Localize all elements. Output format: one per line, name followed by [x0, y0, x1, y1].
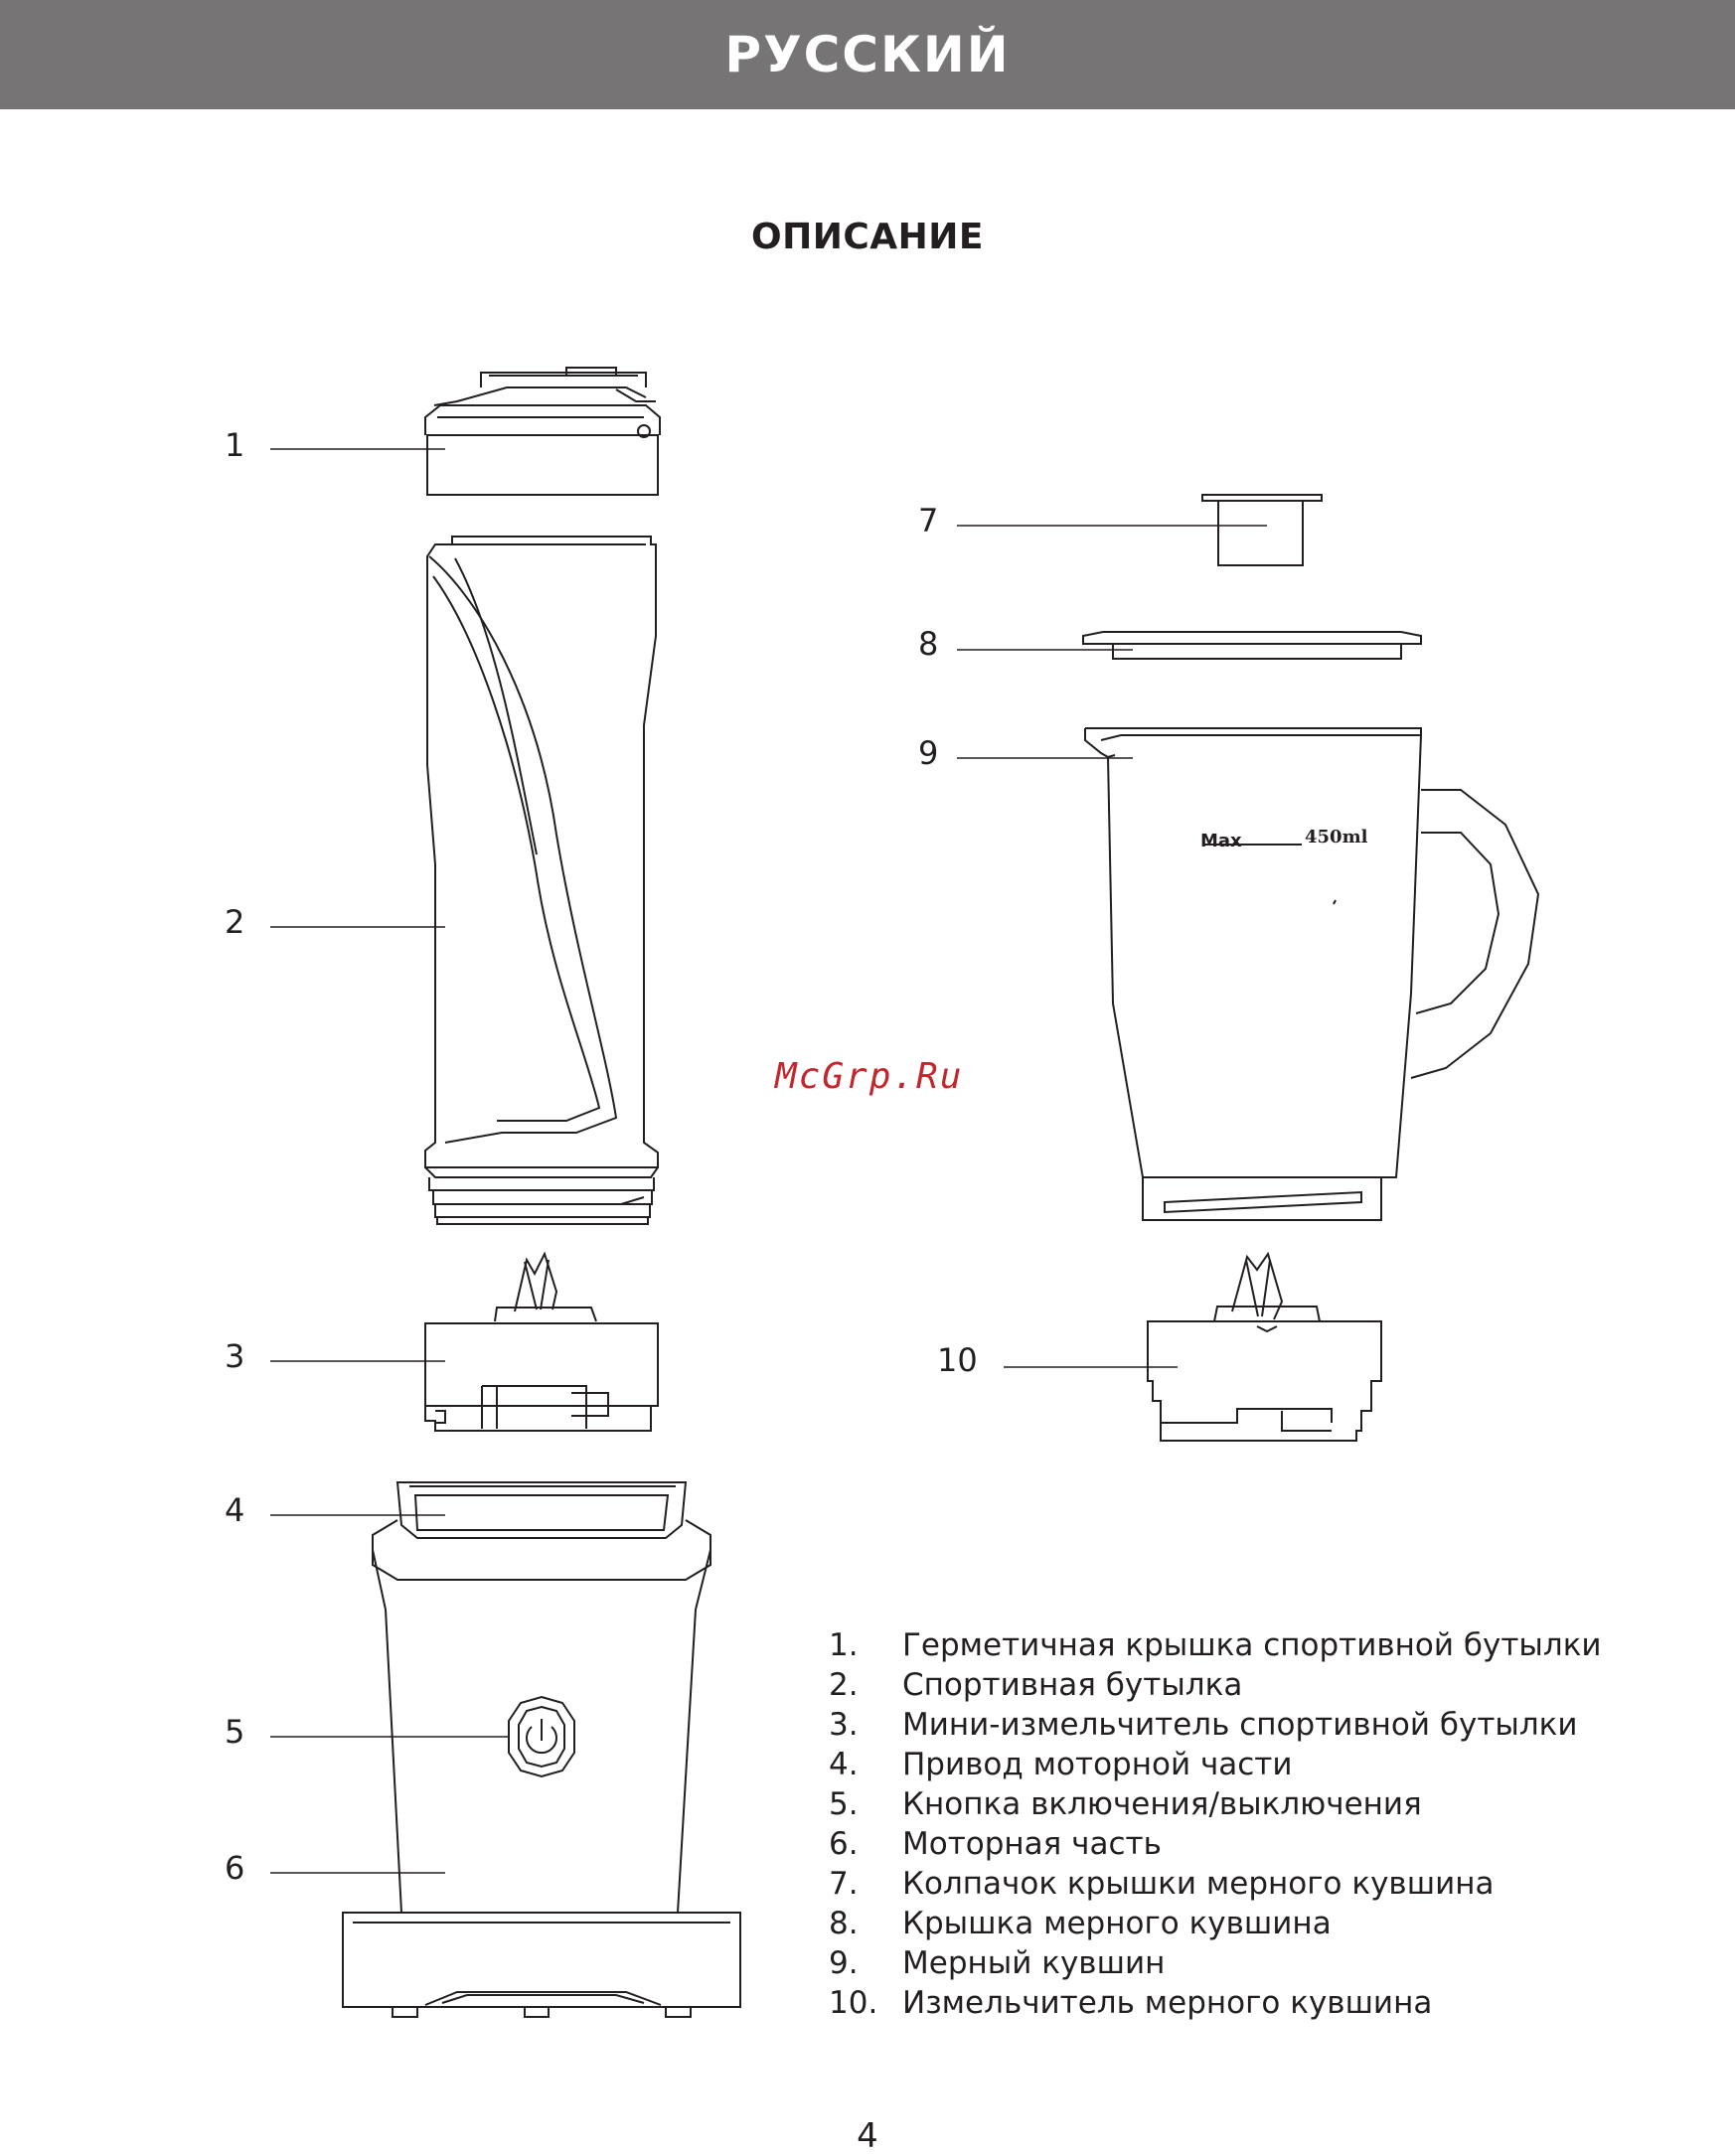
legend-item: 5. Кнопка включения/выключения: [829, 1784, 1602, 1824]
legend-item: 9. Мерный кувшин: [829, 1943, 1602, 1983]
bottle-lid-drawing: [424, 367, 661, 496]
legend-text: Крышка мерного кувшина: [902, 1906, 1332, 1941]
callout-6: 6: [225, 1849, 245, 1887]
legend-number: 1.: [829, 1627, 859, 1663]
legend-item: 3. Мини-измельчитель спортивной бутылки: [829, 1705, 1602, 1745]
callout-1: 1: [225, 426, 245, 464]
legend-number: 5.: [829, 1786, 859, 1822]
legend-number: 6.: [829, 1826, 859, 1862]
legend-number: 9.: [829, 1945, 859, 1981]
jug-scale-max: Max: [1200, 831, 1242, 851]
legend-text: Измельчитель мерного кувшина: [902, 1985, 1433, 2021]
language-title: РУССКИЙ: [724, 26, 1011, 83]
jug-cap-drawing: [1201, 494, 1323, 566]
legend-item: 8. Крышка мерного кувшина: [829, 1904, 1602, 1943]
callout-2: 2: [225, 903, 245, 941]
legend-number: 3.: [829, 1707, 859, 1743]
legend-text: Спортивная бутылка: [902, 1667, 1243, 1703]
measuring-jug-drawing: [1084, 727, 1540, 1221]
legend-item: 10. Измельчитель мерного кувшина: [829, 1983, 1602, 2023]
legend-item: 2. Спортивная бутылка: [829, 1665, 1602, 1705]
legend-text: Привод моторной части: [902, 1747, 1293, 1782]
legend-number: 7.: [829, 1866, 859, 1902]
parts-legend: 1.Герметичная крышка спортивной бутылки …: [829, 1625, 1602, 2023]
jug-lid-drawing: [1082, 631, 1422, 660]
callout-8: 8: [918, 625, 939, 663]
callout-10: 10: [937, 1341, 978, 1379]
callout-3: 3: [225, 1337, 245, 1375]
legend-number: 10.: [829, 1985, 878, 2021]
callout-9: 9: [918, 734, 939, 772]
legend-number: 4.: [829, 1747, 859, 1782]
sport-bottle-drawing: [424, 536, 659, 1225]
legend-number: 2.: [829, 1667, 859, 1703]
watermark: McGrp.Ru: [775, 1056, 964, 1097]
callout-7: 7: [918, 502, 939, 539]
legend-text: Мини-измельчитель спортивной бутылки: [902, 1707, 1578, 1743]
legend-item: 4. Привод моторной части: [829, 1745, 1602, 1784]
jug-scale-volume: 450ml: [1305, 827, 1368, 847]
legend-item: 6. Моторная часть: [829, 1824, 1602, 1864]
legend-item: 7. Колпачок крышки мерного кувшина: [829, 1864, 1602, 1904]
header-bar: РУССКИЙ: [0, 0, 1735, 109]
mini-chopper-drawing: [424, 1251, 659, 1432]
legend-number: 8.: [829, 1906, 859, 1941]
legend-text: Моторная часть: [902, 1826, 1162, 1862]
legend-text: Кнопка включения/выключения: [902, 1786, 1422, 1822]
legend-text: Герметичная крышка спортивной бутылки: [902, 1627, 1602, 1663]
legend-item: 1. Герметичная крышка спортивной бутылки: [829, 1625, 1602, 1665]
page-number: 4: [857, 2116, 878, 2156]
motor-base-drawing: [342, 1481, 741, 2018]
section-title: ОПИСАНИЕ: [751, 217, 984, 257]
legend-text: Мерный кувшин: [902, 1945, 1166, 1981]
callout-4: 4: [225, 1491, 245, 1529]
jug-chopper-drawing: [1147, 1251, 1382, 1442]
callout-5: 5: [225, 1713, 245, 1751]
legend-text: Колпачок крышки мерного кувшина: [902, 1866, 1495, 1902]
